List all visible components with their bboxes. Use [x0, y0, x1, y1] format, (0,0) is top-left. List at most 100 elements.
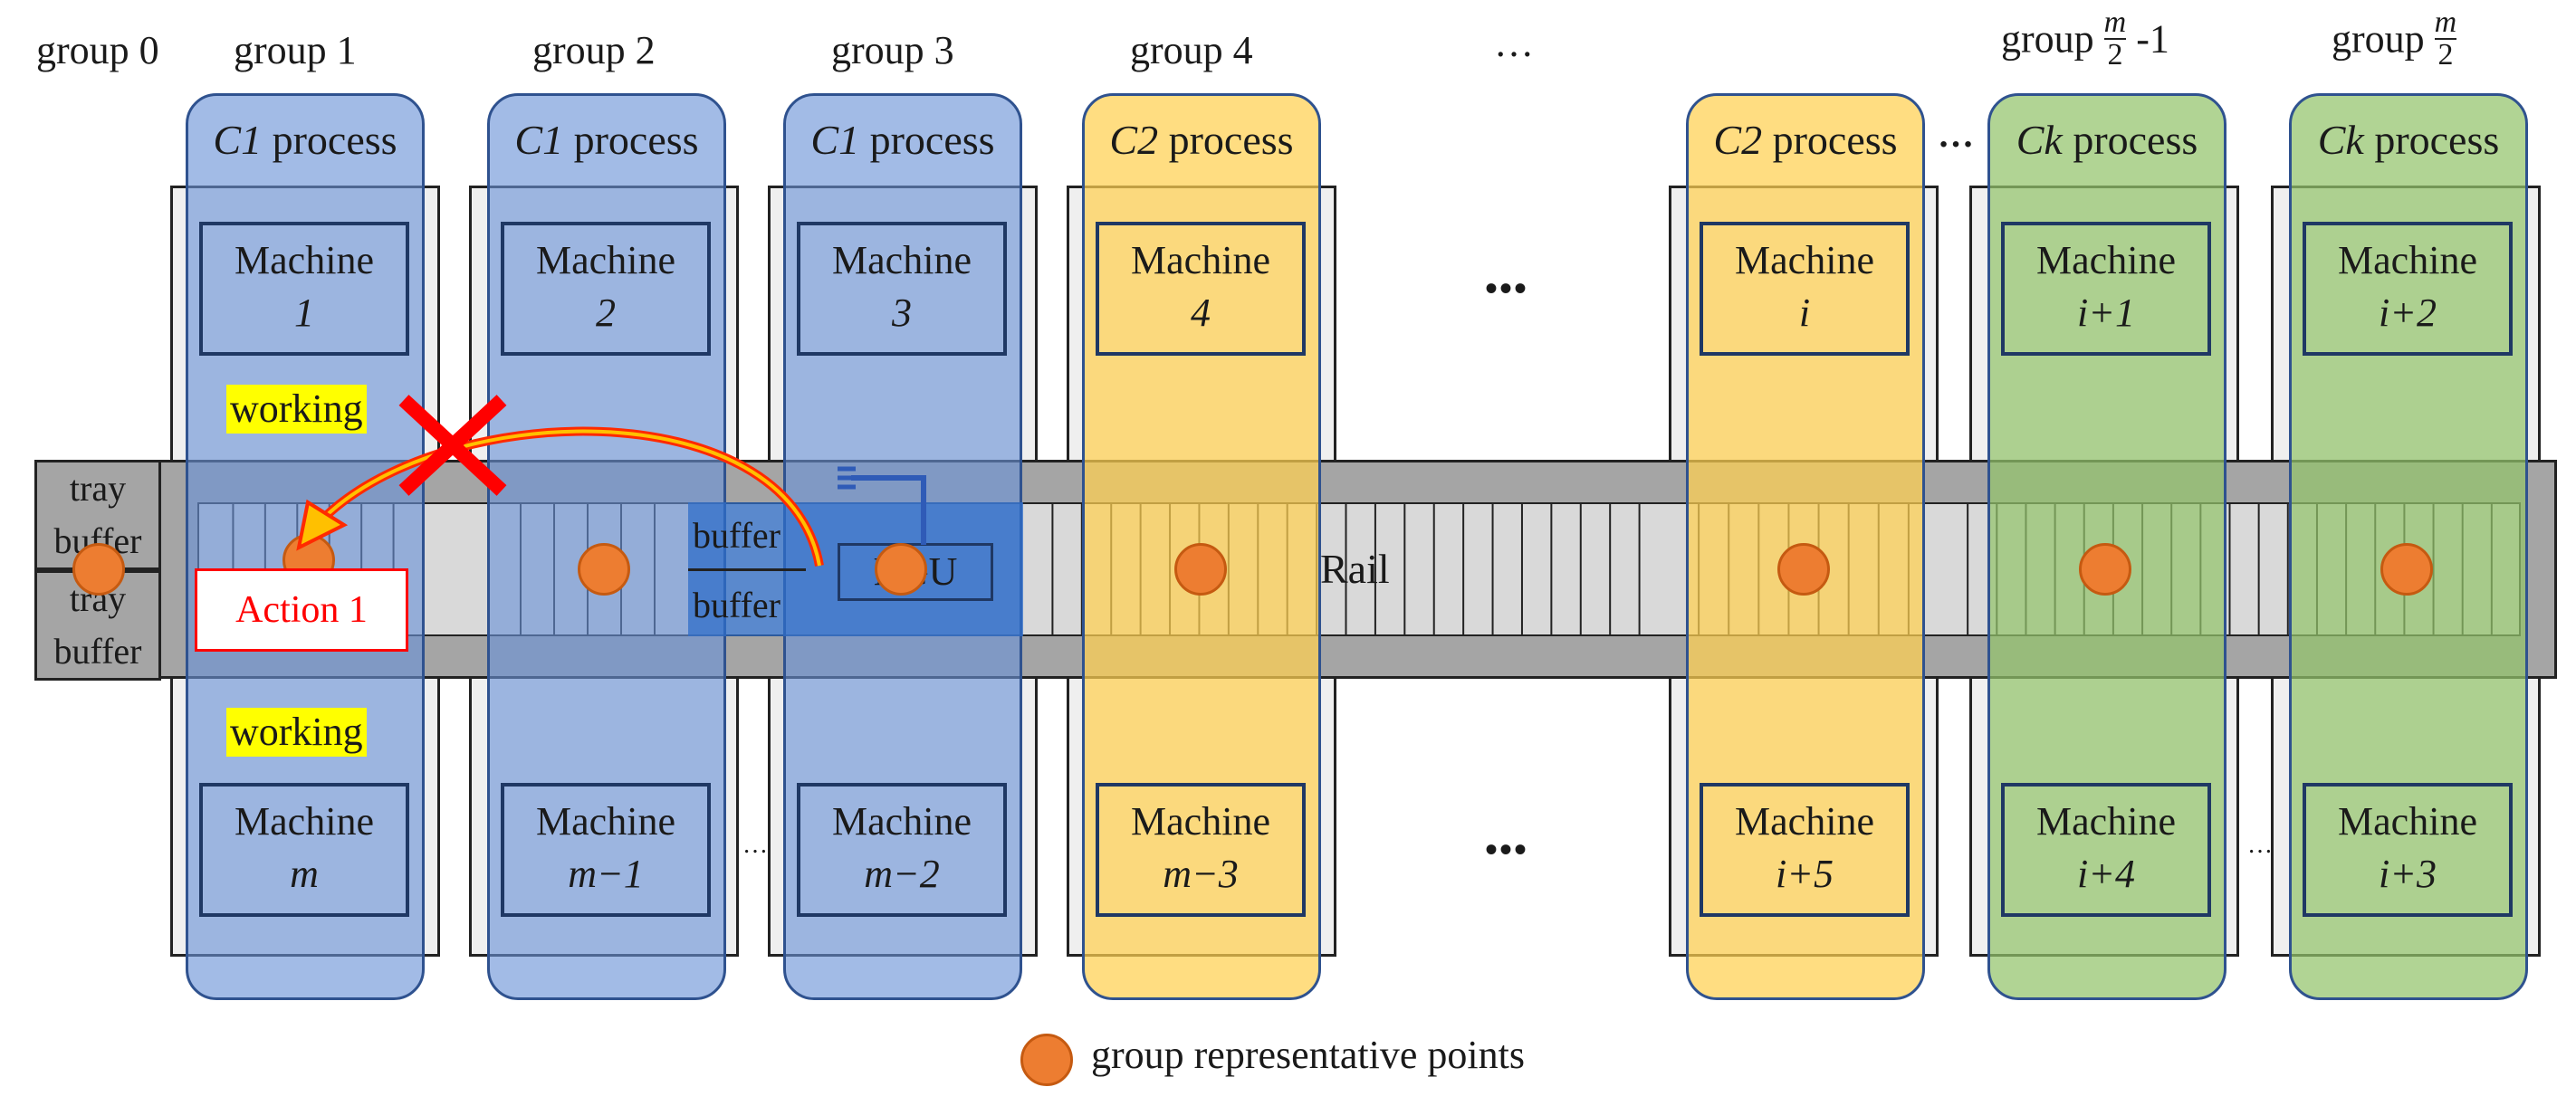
action-label: Action 1	[235, 589, 368, 631]
group-point-3	[875, 543, 927, 596]
buffer-label-bottom: buffer	[693, 585, 780, 625]
fraction-den: 2	[2437, 38, 2454, 72]
process-class: C2	[1713, 117, 1763, 163]
machine-number: i+1	[2077, 291, 2135, 335]
machine-label: Machine	[1131, 799, 1270, 844]
group-label-4: group 4	[1130, 28, 1253, 72]
process-class: C1	[810, 117, 860, 163]
machine-top-6: Machine i+1	[2001, 222, 2211, 356]
machine-label: Machine	[2338, 799, 2477, 844]
machine-bottom-3: Machine m−2	[797, 783, 1007, 917]
machine-label: Machine	[1735, 238, 1874, 282]
small-ellipsis-1: …	[742, 831, 768, 859]
machine-number: i+2	[2379, 291, 2437, 335]
machine-number: m−1	[568, 852, 644, 896]
process-word: process	[1772, 117, 1898, 163]
machine-bottom-2: Machine m−1	[501, 783, 711, 917]
group-prefix: group	[2001, 16, 2094, 62]
process-class: C1	[514, 117, 564, 163]
machine-label: Machine	[1735, 799, 1874, 844]
machine-number: 2	[596, 291, 616, 335]
buffer-label: buffer	[53, 631, 142, 672]
process-title: C1 process	[490, 116, 723, 164]
process-title: C1 process	[786, 116, 1020, 164]
group-point-7	[2380, 543, 2433, 596]
machine-number: i	[1798, 291, 1811, 335]
working-tag-top: working	[226, 385, 367, 434]
machine-top-5: Machine i	[1700, 222, 1910, 356]
machine-number: i+5	[1776, 852, 1834, 896]
process-word: process	[1168, 117, 1294, 163]
process-title: Ck process	[1990, 116, 2224, 164]
group-point-4	[1174, 543, 1227, 596]
machine-label: Machine	[536, 238, 675, 282]
machine-label: Machine	[832, 799, 972, 844]
process-title: C2 process	[1085, 116, 1318, 164]
group-point-0	[72, 543, 125, 596]
buffer-divider	[688, 568, 806, 571]
action-box: Action 1	[195, 568, 408, 652]
machine-label: Machine	[2036, 799, 2176, 844]
fraction-num: m	[2103, 5, 2127, 40]
machine-label: Machine	[536, 799, 675, 844]
machine-number: m	[290, 852, 319, 896]
buffer-label-top: buffer	[693, 515, 780, 556]
cross-icon	[398, 395, 507, 496]
fraction-num: m	[2434, 5, 2457, 40]
group-label-2: group 2	[532, 28, 656, 72]
machine-number: m−3	[1163, 852, 1239, 896]
group-label-3: group 3	[831, 28, 954, 72]
machine-bottom-4: Machine m−3	[1096, 783, 1306, 917]
machine-label: Machine	[1131, 238, 1270, 282]
legend-point-icon	[1020, 1034, 1073, 1086]
process-word: process	[2073, 117, 2198, 163]
machine-label: Machine	[235, 799, 374, 844]
group-label-0: group 0	[36, 28, 159, 72]
fraction-den: 2	[2107, 38, 2123, 72]
legend-label: group representative points	[1091, 1033, 1525, 1077]
process-word: process	[2374, 117, 2500, 163]
machine-label: Machine	[832, 238, 972, 282]
group-label-m-half: group m 2	[2332, 5, 2457, 72]
machine-bottom-1: Machine m	[199, 783, 409, 917]
fraction: m 2	[2434, 5, 2457, 72]
machine-bottom-5: Machine i+5	[1700, 783, 1910, 917]
process-class: C2	[1109, 117, 1159, 163]
rgu-gripper-icon	[838, 466, 926, 545]
machines-ellipsis-bottom: •••	[1485, 829, 1529, 870]
machine-top-2: Machine 2	[501, 222, 711, 356]
machine-top-3: Machine 3	[797, 222, 1007, 356]
group-label-1: group 1	[234, 28, 357, 72]
process-class: C1	[213, 117, 263, 163]
rail-label: Rail	[1320, 546, 1390, 592]
process-word: process	[869, 117, 995, 163]
group-point-2	[578, 543, 630, 596]
group-prefix: group	[2332, 16, 2425, 62]
small-ellipsis-2: …	[2247, 831, 2273, 859]
machine-number: m−2	[864, 852, 940, 896]
tray-buffer-top: tray buffer	[34, 460, 161, 570]
process-word: process	[573, 117, 699, 163]
machine-bottom-6: Machine i+4	[2001, 783, 2211, 917]
machines-ellipsis-top: •••	[1485, 268, 1529, 309]
process-box-1: C1 process	[186, 93, 425, 1000]
machine-label: Machine	[2036, 238, 2176, 282]
process-class: Ck	[2016, 117, 2063, 163]
process-word: process	[272, 117, 397, 163]
process-title: C1 process	[188, 116, 422, 164]
group-label-ellipsis: …	[1494, 21, 1534, 65]
group-label-m-half-minus-1: group m 2 -1	[2001, 7, 2169, 71]
machine-number: i+4	[2077, 852, 2135, 896]
machine-number: 4	[1191, 291, 1211, 335]
group-suffix: -1	[2136, 16, 2169, 62]
process-title: C2 process	[1689, 116, 1922, 164]
machine-number: 3	[892, 291, 912, 335]
tray-label: tray	[69, 468, 127, 509]
working-tag-bottom: working	[226, 708, 367, 757]
machine-top-4: Machine 4	[1096, 222, 1306, 356]
machine-label: Machine	[235, 238, 374, 282]
